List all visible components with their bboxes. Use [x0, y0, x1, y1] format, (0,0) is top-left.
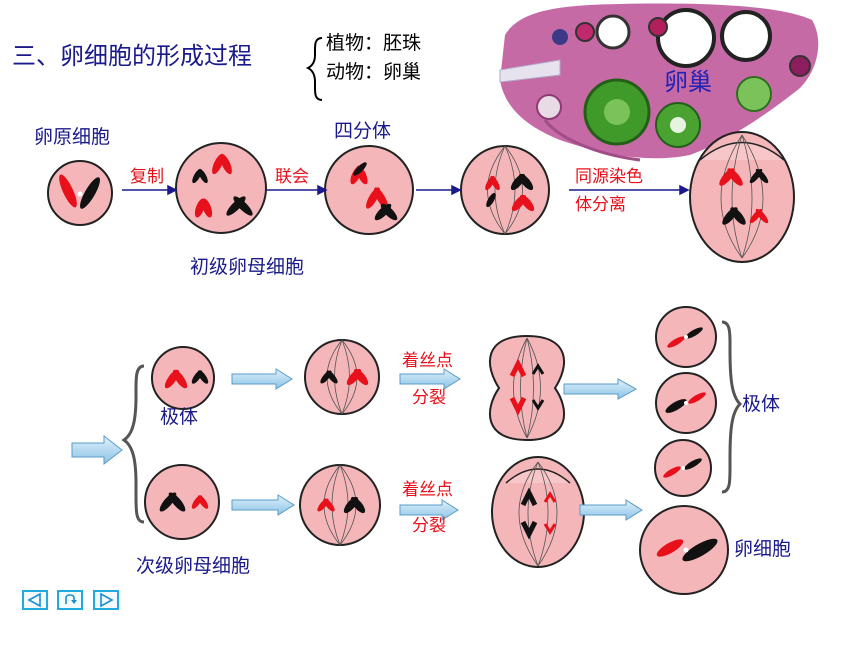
ovary-label: 卵巢 — [664, 68, 712, 96]
tetrad-label: 四分体 — [334, 120, 392, 142]
oogonium-cell — [47, 160, 113, 226]
oocyte-metaphase2-cell — [299, 464, 381, 546]
right-triangle-icon — [100, 592, 114, 608]
anaphase1-cell — [689, 131, 795, 263]
polar-body-small-label: 极体 — [160, 406, 199, 428]
page-title: 三、卵细胞的形成过程 — [12, 42, 252, 70]
source-plant: 植物：胚珠 — [326, 32, 422, 54]
polar-anaphase2-cell — [488, 334, 566, 442]
oogonium-label: 卵原细胞 — [34, 126, 111, 148]
return-button[interactable] — [57, 590, 83, 610]
secondary-oocyte-cell — [144, 464, 220, 540]
brace-sources — [305, 37, 323, 101]
return-icon — [65, 594, 77, 604]
replicated-cell — [175, 142, 267, 234]
centromere-split-bot-line2: 分裂 — [412, 516, 446, 536]
left-triangle-icon — [27, 592, 41, 608]
block-arrows — [71, 368, 643, 521]
brace-secondary — [121, 364, 145, 524]
row1-arrows — [122, 184, 690, 196]
next-slide-button[interactable] — [93, 590, 119, 610]
step-separation-line2: 体分离 — [575, 195, 626, 215]
egg-cell — [639, 505, 729, 595]
polar-body-1 — [655, 306, 717, 368]
step-synapsis-label: 联会 — [275, 167, 309, 187]
step-replication-label: 复制 — [130, 167, 164, 187]
centromere-split-top-line2: 分裂 — [412, 388, 446, 408]
secondary-oocyte-label: 次级卵母细胞 — [136, 555, 251, 577]
centromere-split-top-line1: 着丝点 — [402, 351, 453, 371]
egg-cell-label: 卵细胞 — [734, 538, 792, 560]
polar-body-2 — [655, 372, 717, 434]
step-separation-line1: 同源染色 — [575, 167, 643, 187]
oocyte-anaphase2-cell — [491, 456, 585, 568]
prev-slide-button[interactable] — [22, 590, 48, 610]
centromere-split-bot-line1: 着丝点 — [402, 480, 453, 500]
polar-metaphase2-cell — [304, 339, 380, 415]
polar-body-cell — [151, 346, 215, 410]
polar-body-3 — [654, 439, 712, 497]
metaphase1-cell — [460, 145, 550, 235]
primary-oocyte-label: 初级卵母细胞 — [190, 256, 305, 278]
ovary-image — [499, 3, 819, 162]
brace-polar-bodies — [721, 320, 743, 494]
tetrad-cell — [324, 145, 414, 235]
polar-bodies-label: 极体 — [742, 393, 781, 415]
source-animal: 动物：卵巢 — [326, 61, 422, 83]
